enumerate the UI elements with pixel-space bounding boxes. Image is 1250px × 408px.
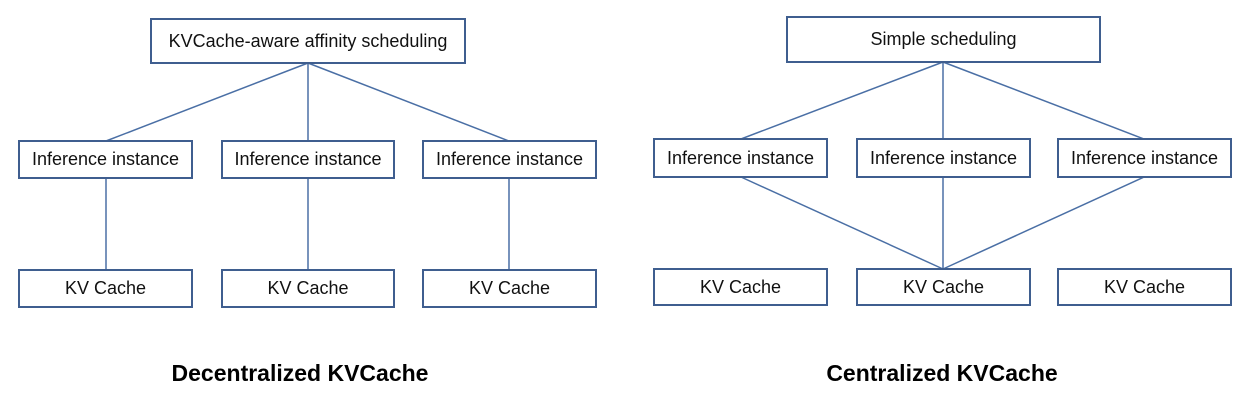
left-cache-box-2: KV Cache xyxy=(221,269,395,308)
left-scheduler-label: KVCache-aware affinity scheduling xyxy=(168,30,448,51)
right-scheduler-box: Simple scheduling xyxy=(786,16,1101,63)
left-cache-box-3: KV Cache xyxy=(422,269,597,308)
left-instance-label-1: Inference instance xyxy=(31,149,180,169)
right-cache-label-2: KV Cache xyxy=(902,276,985,297)
right-instance-box-1: Inference instance xyxy=(653,138,828,178)
left-cache-label-2: KV Cache xyxy=(267,278,349,298)
right-cache-box-2: KV Cache xyxy=(856,268,1031,306)
right-instance-label-1: Inference instance xyxy=(666,147,815,168)
right-inst-3-to-shared-cache xyxy=(942,176,1145,270)
left-cache-label-1: KV Cache xyxy=(64,278,147,298)
right-instance-label-2: Inference instance xyxy=(869,147,1018,168)
right-inst-1-to-shared-cache xyxy=(740,176,944,270)
right-caption: Centralized KVCache xyxy=(826,360,1058,386)
right-scheduler-label: Simple scheduling xyxy=(870,29,1017,49)
right-cache-label-3: KV Cache xyxy=(1103,276,1186,297)
right-instance-label-3: Inference instance xyxy=(1070,147,1219,168)
left-instance-label-2: Inference instance xyxy=(234,149,382,169)
right-cache-box-1: KV Cache xyxy=(653,268,828,306)
left-scheduler-box: KVCache-aware affinity scheduling xyxy=(150,18,466,64)
left-instance-label-3: Inference instance xyxy=(435,149,584,169)
right-instance-box-2: Inference instance xyxy=(856,138,1031,178)
left-cache-box-1: KV Cache xyxy=(18,269,193,308)
left-sched-to-inst-3 xyxy=(307,62,510,142)
right-instance-box-3: Inference instance xyxy=(1057,138,1232,178)
left-sched-to-inst-1 xyxy=(105,62,309,142)
left-instance-box-2: Inference instance xyxy=(221,140,395,179)
right-cache-box-3: KV Cache xyxy=(1057,268,1232,306)
right-sched-to-inst-1 xyxy=(740,61,944,140)
left-instance-box-3: Inference instance xyxy=(422,140,597,179)
left-caption: Decentralized KVCache xyxy=(171,360,429,386)
left-cache-label-3: KV Cache xyxy=(468,278,551,298)
left-instance-box-1: Inference instance xyxy=(18,140,193,179)
right-cache-label-1: KV Cache xyxy=(699,276,782,297)
right-sched-to-inst-3 xyxy=(942,61,1145,140)
